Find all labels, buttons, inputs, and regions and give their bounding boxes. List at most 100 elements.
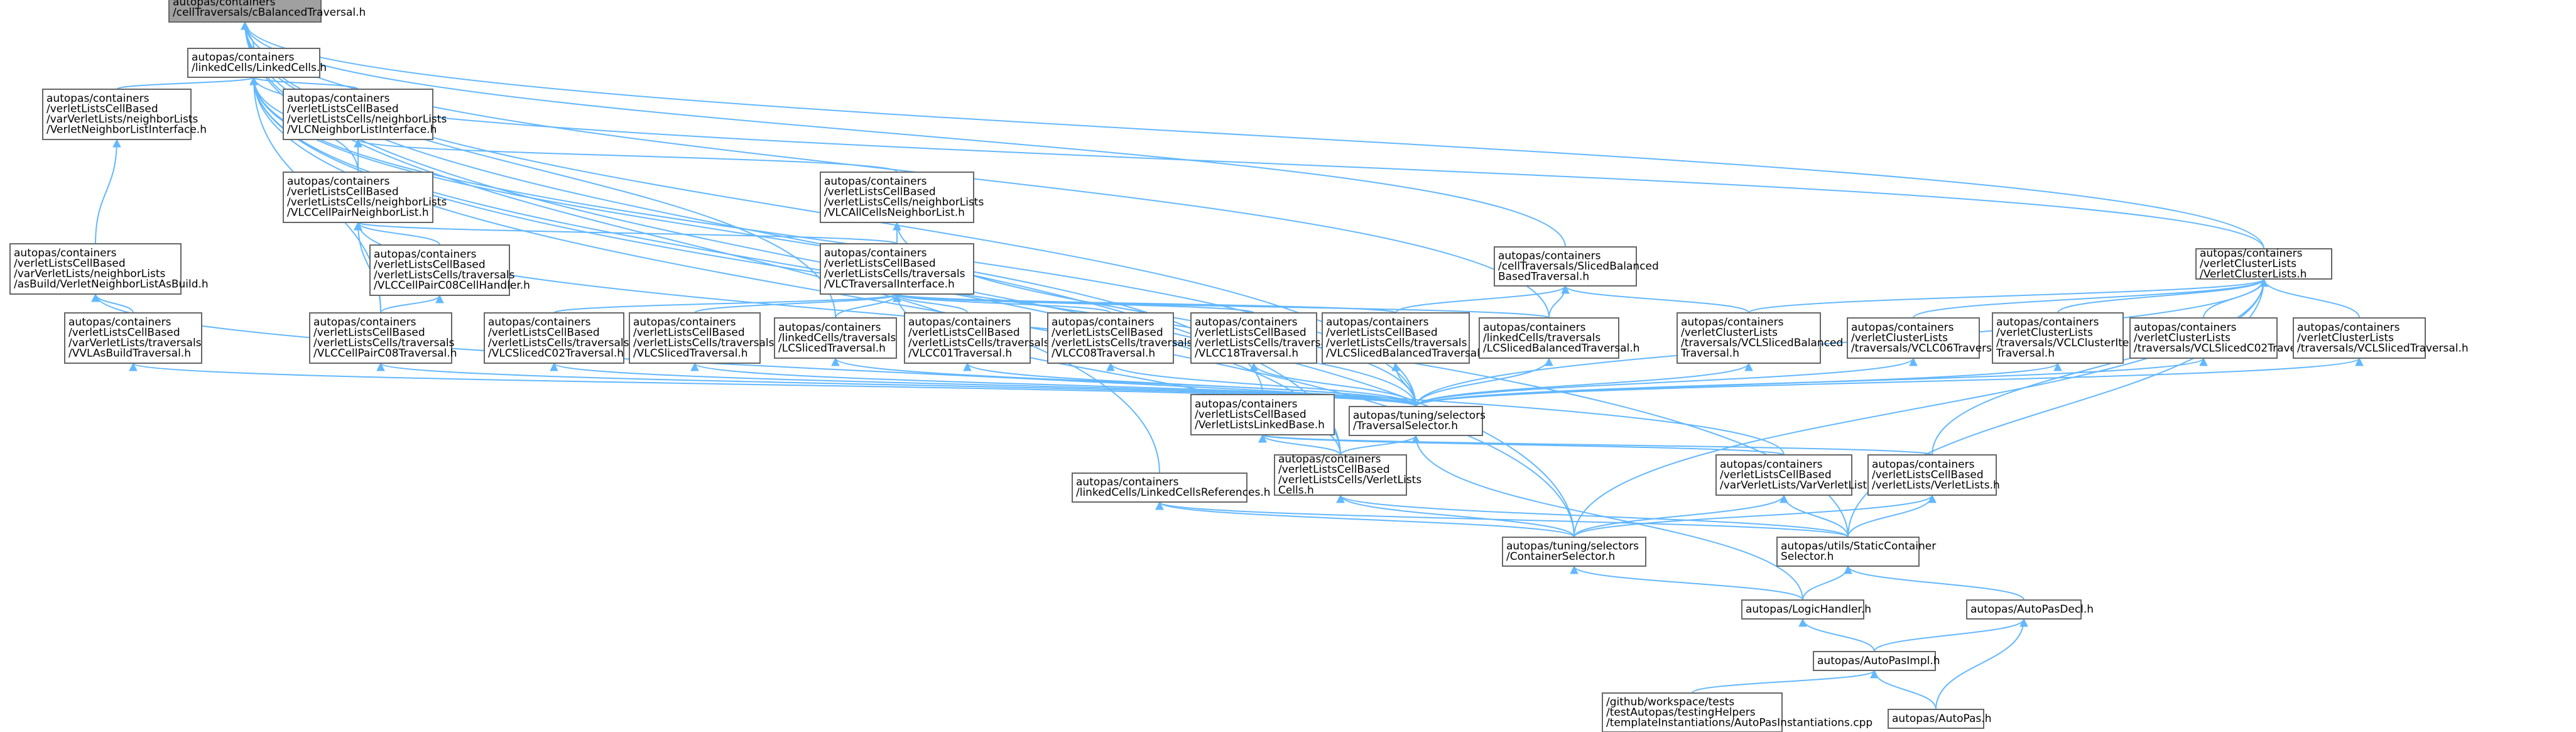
node-n17[interactable]: autopas/containers/verletListsCellBased/… (1322, 312, 1490, 364)
node-n4[interactable]: autopas/containers/verletListsCellBased/… (283, 172, 447, 223)
node-n18[interactable]: autopas/containers/linkedCells/traversal… (1479, 317, 1639, 359)
node-n19[interactable]: autopas/containers/cellTraversals/Sliced… (1494, 246, 1659, 287)
node-box (1190, 394, 1335, 435)
node-n15[interactable]: autopas/containers/verletListsCellBased/… (1047, 312, 1193, 364)
node-n36[interactable]: autopas/AutoPasImpl.h (1813, 651, 1940, 671)
edge-n33-to-n1 (249, 76, 1849, 538)
node-box (1494, 246, 1637, 287)
node-n35[interactable]: autopas/AutoPasDecl.h (1966, 599, 2094, 620)
node-n13[interactable]: autopas/containers/linkedCells/traversal… (774, 317, 897, 359)
edge-n27-to-n21 (1415, 357, 1918, 407)
node-n5[interactable]: autopas/containers/verletListsCellBased/… (820, 172, 984, 223)
node-box (1322, 312, 1470, 364)
node-n3[interactable]: autopas/containers/verletListsCellBased/… (283, 89, 447, 140)
edge-line (357, 139, 898, 173)
node-n8[interactable]: autopas/containers/verletListsCellBased/… (369, 244, 530, 296)
node-box (283, 172, 433, 223)
arrowhead-icon (354, 221, 362, 231)
node-n14[interactable]: autopas/containers/verletListsCellBased/… (904, 312, 1050, 364)
arrowhead-icon (1870, 669, 1879, 679)
node-n16[interactable]: autopas/containers/verletListsCellBased/… (1190, 312, 1336, 364)
node-n21[interactable]: autopas/containers/verletClusterLists/tr… (1847, 317, 2011, 359)
node-label-line: autopas/containers (173, 0, 276, 9)
edge-line (244, 21, 836, 319)
node-n34[interactable]: autopas/LogicHandler.h (1741, 599, 1871, 620)
node-n26[interactable]: autopas/containers/verletListsCellBased/… (1190, 394, 1335, 435)
node-n12[interactable]: autopas/containers/verletListsCellBased/… (629, 312, 774, 364)
node-label-line: /verletListsCells/traversals (824, 268, 965, 280)
node-label-line: /verletListsCellBased (1052, 327, 1163, 339)
edge-n29-to-n27 (1340, 434, 1420, 456)
node-n2[interactable]: autopas/containers/verletListsCellBased/… (42, 89, 207, 140)
node-box (629, 312, 761, 364)
node-n38[interactable]: autopas/AutoPas.h (1888, 709, 1991, 729)
node-n6[interactable]: autopas/containers/verletListsCellBased/… (9, 243, 209, 295)
node-label-line: /verletListsCells/traversals (1326, 337, 1467, 349)
arrowhead-icon (112, 138, 121, 148)
node-label-line: /traversals/VCLClusterIteration (1996, 337, 2160, 349)
node-box (484, 312, 624, 364)
node-n32[interactable]: autopas/tuning/selectors/ContainerSelect… (1502, 537, 1646, 567)
node-label-line: /verletListsCellBased (287, 186, 399, 199)
node-label-line: /VLCSlicedBalancedTraversal.h (1326, 347, 1490, 360)
node-box (1677, 312, 1821, 364)
node-label-line: /verletListsCellBased (908, 327, 1020, 339)
node-label-line: /verletListsCells/VerletLists (1278, 474, 1421, 486)
edge-line (1159, 501, 1575, 538)
node-n7[interactable]: autopas/containers/verletListsCellBased/… (64, 312, 202, 364)
node-box (1715, 454, 1852, 496)
node-n29[interactable]: autopas/containers/verletListsCellBased/… (1274, 453, 1421, 497)
node-n24[interactable]: autopas/containers/verletClusterLists/tr… (2293, 317, 2469, 359)
node-box (820, 243, 974, 295)
node-n22[interactable]: autopas/containers/verletClusterLists/tr… (1992, 312, 2160, 364)
node-n0[interactable]: autopas/containers/cellTraversals/cBalan… (168, 0, 366, 23)
node-n37[interactable]: /github/workspace/tests/testAutopas/test… (1602, 692, 1872, 732)
node-n20[interactable]: autopas/containers/verletClusterLists/tr… (1677, 312, 1843, 364)
node-n27[interactable]: autopas/tuning/selectors/TraversalSelect… (1349, 406, 1486, 436)
node-box (1274, 454, 1407, 496)
edge-n9-to-n8 (380, 294, 444, 314)
node-label-line: autopas/AutoPasDecl.h (1970, 603, 2094, 616)
node-n28[interactable]: autopas/containers/linkedCells/LinkedCel… (1072, 473, 1271, 503)
node-label-line: autopas/containers (778, 321, 881, 334)
node-label-line: /VLCCellPairC08CellHandler.h (374, 280, 530, 292)
node-label-line: autopas/containers (2134, 321, 2237, 334)
edge-line (694, 363, 1416, 407)
node-label-line: autopas/containers (1052, 316, 1155, 329)
node-n25[interactable]: autopas/containers/verletClusterLists/Ve… (2195, 247, 2332, 280)
node-n30[interactable]: autopas/containers/verletListsCellBased/… (1715, 454, 1883, 496)
edge-line (1847, 565, 2024, 601)
node-label-line: /verletListsCellBased (68, 327, 180, 339)
edge-line (253, 77, 1849, 538)
node-label-line: autopas/containers (1195, 398, 1298, 410)
node-label-line: /verletClusterLists (2134, 332, 2231, 344)
edge-n32-to-n31 (1573, 494, 1937, 538)
arrowhead-icon (2053, 362, 2062, 371)
node-box (2195, 248, 2332, 280)
node-label-line: /VLCC01Traversal.h (908, 347, 1012, 360)
node-n23[interactable]: autopas/containers/verletClusterLists/tr… (2129, 317, 2326, 359)
node-label-line: /traversals/VCLC06Traversal.h (1851, 342, 2011, 354)
node-box (774, 317, 897, 359)
node-box (1867, 454, 1997, 496)
node-label-line: /verletListsCellBased (287, 103, 399, 116)
node-label-line: autopas/containers (68, 316, 171, 329)
edge-n27-to-n7 (129, 362, 1416, 407)
node-n31[interactable]: autopas/containers/verletListsCellBased/… (1867, 454, 2000, 496)
node-label-line: autopas/containers (1996, 316, 2099, 329)
node-n1[interactable]: autopas/containers/linkedCells/LinkedCel… (187, 48, 327, 78)
node-box (904, 312, 1031, 364)
arrowhead-icon (1780, 494, 1788, 503)
node-label-line: /verletListsCells/traversals (488, 337, 629, 349)
edge-line (253, 77, 359, 90)
arrowhead-icon (376, 362, 385, 371)
node-n9[interactable]: autopas/containers/verletListsCellBased/… (309, 312, 457, 364)
edge-n33-to-n31 (1847, 494, 1937, 538)
arrowhead-icon (129, 362, 138, 371)
node-n11[interactable]: autopas/containers/verletListsCellBased/… (484, 312, 629, 364)
node-label-line: /linkedCells/LinkedCellsReferences.h (1076, 486, 1271, 499)
node-n10[interactable]: autopas/containers/verletListsCellBased/… (820, 243, 974, 295)
edge-n29-to-n1 (249, 76, 1341, 456)
